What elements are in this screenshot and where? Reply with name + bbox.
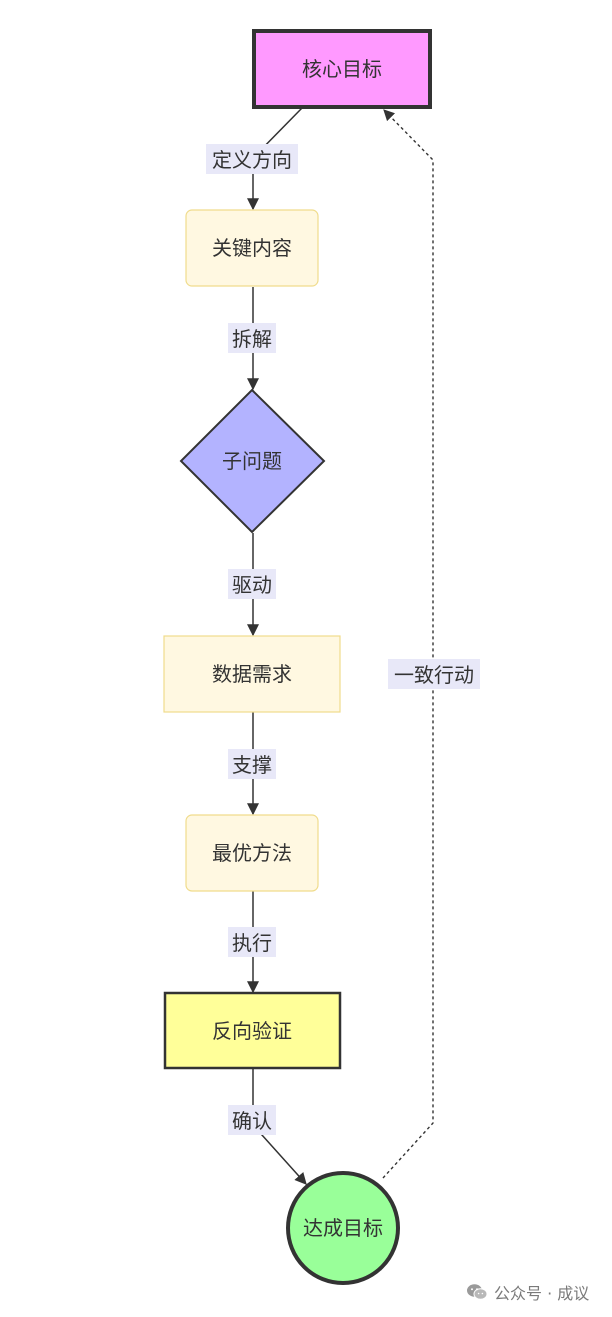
edge-label-support: 支撑 bbox=[228, 749, 276, 779]
svg-text:关键内容: 关键内容 bbox=[212, 236, 292, 260]
node-key-content: 关键内容 bbox=[185, 209, 319, 287]
svg-text:达成目标: 达成目标 bbox=[303, 1216, 383, 1240]
svg-text:定义方向: 定义方向 bbox=[212, 148, 292, 172]
svg-text:执行: 执行 bbox=[232, 931, 272, 955]
svg-text:驱动: 驱动 bbox=[232, 573, 272, 597]
watermark-text: 公众号 · 成议 bbox=[494, 1284, 590, 1303]
svg-text:数据需求: 数据需求 bbox=[212, 662, 292, 686]
svg-text:一致行动: 一致行动 bbox=[394, 663, 474, 687]
edge-label-decompose: 拆解 bbox=[228, 323, 276, 353]
node-sub-problem: 子问题 bbox=[179, 388, 326, 534]
node-core-goal: 核心目标 bbox=[252, 29, 432, 109]
svg-text:确认: 确认 bbox=[232, 1109, 272, 1133]
node-achieve-goal: 达成目标 bbox=[286, 1171, 400, 1285]
edge-label-define-direction: 定义方向 bbox=[206, 144, 298, 174]
svg-text:反向验证: 反向验证 bbox=[212, 1019, 292, 1043]
edge-label-consistent-action: 一致行动 bbox=[388, 659, 480, 689]
wechat-icon bbox=[467, 1284, 488, 1300]
node-data-needs: 数据需求 bbox=[163, 635, 341, 713]
node-best-method: 最优方法 bbox=[185, 814, 319, 892]
svg-text:拆解: 拆解 bbox=[232, 327, 272, 351]
svg-text:支撑: 支撑 bbox=[232, 753, 272, 777]
edge-consistent-action bbox=[382, 109, 434, 1179]
edge-label-drive: 驱动 bbox=[228, 569, 276, 599]
svg-text:最优方法: 最优方法 bbox=[212, 841, 292, 865]
node-reverse-verify: 反向验证 bbox=[163, 991, 342, 1070]
watermark: 公众号 · 成议 bbox=[466, 1280, 589, 1304]
svg-text:子问题: 子问题 bbox=[222, 449, 282, 473]
svg-text:核心目标: 核心目标 bbox=[302, 57, 382, 81]
edge-label-execute: 执行 bbox=[228, 927, 276, 957]
edge-label-confirm: 确认 bbox=[228, 1105, 276, 1135]
